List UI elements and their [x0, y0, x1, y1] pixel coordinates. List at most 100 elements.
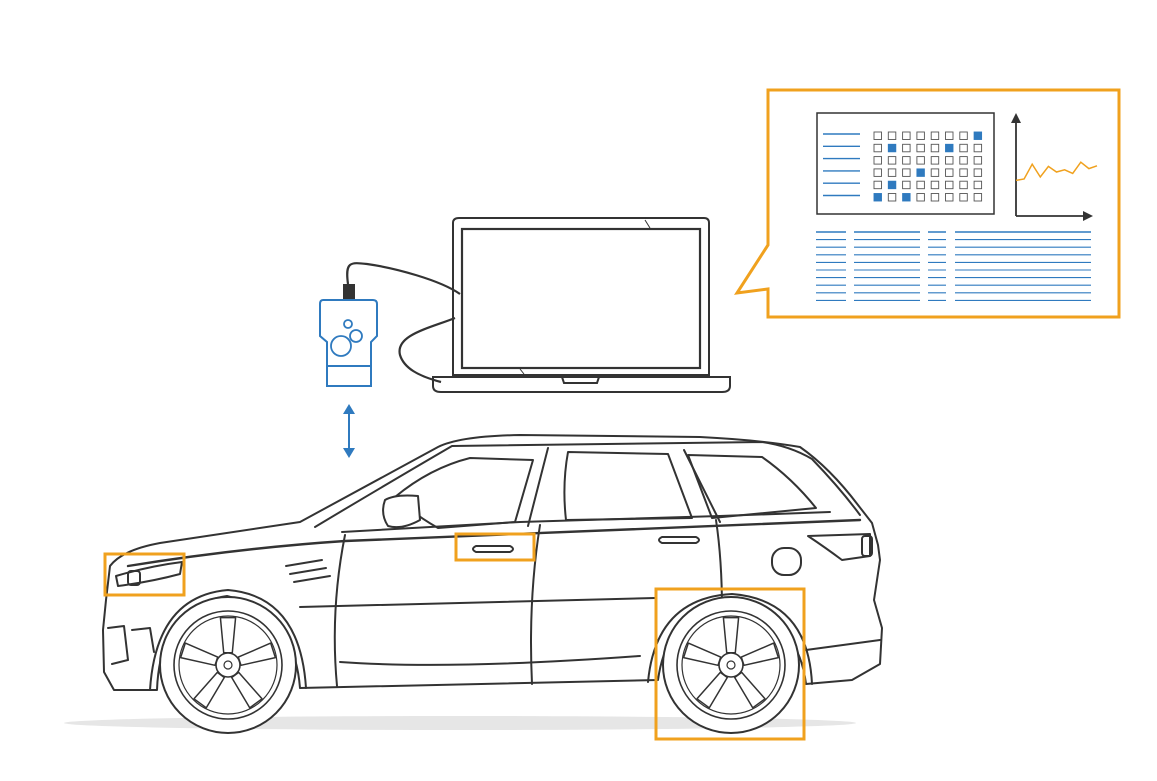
matrix-cell [945, 168, 954, 177]
matrix-cell [959, 180, 968, 190]
wheel-hub [718, 652, 744, 678]
front-wheel-arch [149, 589, 307, 691]
tail-light-lens [861, 535, 873, 557]
rim-outer [676, 610, 786, 720]
laptop-base [432, 376, 731, 393]
dongle-led-large [330, 335, 352, 357]
matrix-cell [887, 131, 897, 140]
dongle-led-medium [349, 329, 363, 343]
matrix-cell [902, 180, 911, 190]
rear-door-handle [658, 536, 700, 544]
matrix-cell [973, 168, 983, 177]
upper-beltline [126, 518, 862, 568]
door-handle-highlight [454, 532, 536, 562]
matrix-cell [873, 168, 882, 177]
matrix-legend-lines [823, 133, 860, 197]
headlight-highlight [103, 552, 186, 597]
matrix-cell-filled [887, 180, 897, 190]
front-door-line [333, 534, 346, 687]
matrix-cell [930, 168, 940, 177]
front-door-handle [472, 545, 514, 553]
matrix-cell [902, 143, 911, 153]
matrix-cell [959, 156, 968, 165]
fender-vent [285, 559, 331, 583]
matrix-cell [945, 180, 954, 190]
window-sill [341, 511, 831, 533]
middle-door-line [530, 524, 541, 685]
matrix-cell [873, 131, 882, 140]
dongle-connector [326, 365, 372, 387]
rim-inner [178, 615, 278, 715]
matrix-cell [873, 143, 882, 153]
matrix-cell [959, 131, 968, 140]
laptop-glare-bottom [519, 368, 525, 375]
a-pillar [527, 447, 549, 527]
chart-trend-line [1015, 161, 1098, 182]
matrix-cell [930, 131, 940, 140]
matrix-cell [945, 156, 954, 165]
chart-x-arrow [1083, 211, 1093, 221]
rim-inner [681, 615, 781, 715]
dongle-plug [343, 284, 355, 300]
dongle-body [319, 299, 378, 367]
matrix-cell [945, 131, 954, 140]
matrix-cell [873, 156, 882, 165]
c-pillar [683, 449, 721, 523]
matrix-cell [887, 193, 897, 202]
rear-window [687, 454, 817, 519]
matrix-cell [930, 143, 940, 153]
data-panel [733, 88, 1121, 319]
matrix-cell [930, 180, 940, 190]
car-roofline [314, 441, 861, 528]
usb-cable [346, 262, 461, 384]
fuel-cap [771, 547, 802, 576]
report-table [816, 231, 1091, 301]
matrix-cell-filled [873, 193, 882, 202]
matrix-cell-filled [887, 143, 897, 153]
matrix-cell [973, 180, 983, 190]
obd-dongle-icon [319, 284, 378, 387]
matrix-cell-filled [902, 193, 911, 202]
matrix-cell [959, 143, 968, 153]
headlight-lens [127, 570, 141, 586]
matrix-cell [930, 156, 940, 165]
matrix-cell [959, 193, 968, 202]
wheel-spoke [722, 616, 740, 654]
matrix-cell [930, 193, 940, 202]
matrix-cell [916, 131, 925, 140]
rear-bumper [805, 639, 881, 651]
matrix-cell [916, 193, 925, 202]
matrix-cell [873, 180, 882, 190]
sill-line [339, 655, 641, 666]
laptop-lid [452, 217, 710, 376]
highlight-boxes [103, 532, 806, 741]
matrix-grid [873, 131, 983, 202]
wheel-spoke [219, 616, 237, 654]
matrix-cell [945, 193, 954, 202]
laptop-icon [432, 217, 731, 393]
laptop-glare-top [644, 219, 651, 229]
rear-wheel-highlight [654, 587, 806, 741]
wheels [159, 596, 800, 734]
matrix-cell [916, 143, 925, 153]
matrix-cell [887, 156, 897, 165]
rim-outer [173, 610, 283, 720]
matrix-cell [973, 143, 983, 153]
bidirectional-arrow-icon [343, 404, 355, 458]
front-wheel [159, 596, 297, 734]
matrix-cell [973, 193, 983, 202]
laptop-screen [460, 227, 702, 370]
rear-wheel [662, 596, 800, 734]
hub-cap [223, 660, 233, 670]
wheel-hub [215, 652, 241, 678]
matrix-cell [916, 156, 925, 165]
matrix-cell-filled [916, 168, 925, 177]
dongle-led-small [343, 319, 353, 329]
matrix-cell [902, 131, 911, 140]
matrix-cell [959, 168, 968, 177]
dot-matrix-icon [816, 112, 995, 215]
hub-cap [726, 660, 736, 670]
lower-beltline [299, 597, 656, 608]
matrix-cell [902, 156, 911, 165]
